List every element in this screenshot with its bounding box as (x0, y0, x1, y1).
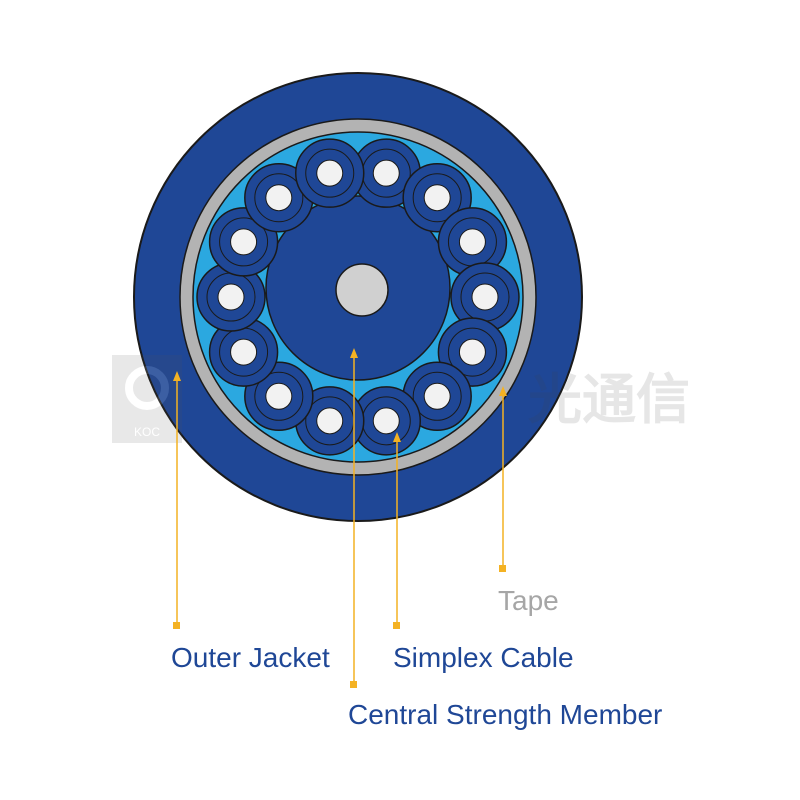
simplex-cable (294, 138, 365, 208)
simplex-buffer-ring (412, 371, 462, 421)
simplex-fiber (423, 184, 451, 212)
simplex-fiber (458, 338, 486, 366)
simplex-fiber (372, 407, 400, 435)
simplex-cable (208, 317, 279, 387)
watermark-text: 光通信 (528, 368, 690, 431)
central-strength-member (335, 263, 389, 317)
watermark-logo-mark (125, 366, 169, 410)
simplex-cable (351, 386, 422, 456)
label-outer-jacket: Outer Jacket (171, 642, 330, 673)
simplex-buffer-ring (305, 148, 355, 198)
simplex-cable-group (196, 138, 520, 456)
watermark: KOC 光通信 (112, 355, 690, 443)
label-simplex-cable: Simplex Cable (393, 642, 574, 673)
simplex-fiber (230, 338, 258, 366)
simplex-fiber (471, 283, 499, 311)
leader-simplex-cable (393, 432, 401, 629)
simplex-fiber (230, 228, 258, 256)
watermark-logo-text: KOC (134, 425, 160, 439)
leader-central-strength-member (350, 348, 358, 688)
leader-tape (499, 386, 507, 572)
simplex-fiber (316, 159, 344, 187)
simplex-cable (450, 262, 520, 332)
simplex-fiber (265, 382, 293, 410)
simplex-fiber (217, 283, 245, 311)
simplex-buffer-ring (447, 327, 497, 377)
simplex-fiber (265, 184, 293, 212)
simplex-fiber (372, 159, 400, 187)
leader-outer-jacket (173, 371, 181, 629)
simplex-buffer-ring (219, 217, 269, 267)
simplex-fiber (458, 228, 486, 256)
simplex-buffer-ring (254, 173, 304, 223)
simplex-cable (437, 207, 508, 277)
label-central-strength-member: Central Strength Member (348, 699, 662, 730)
simplex-fiber (423, 382, 451, 410)
watermark-logo-box (112, 355, 182, 443)
leader-lines (173, 348, 507, 688)
simplex-cable (196, 262, 266, 332)
simplex-fiber (316, 407, 344, 435)
simplex-buffer-ring (412, 173, 462, 223)
label-tape: Tape (498, 585, 559, 616)
simplex-buffer-ring (254, 371, 304, 421)
